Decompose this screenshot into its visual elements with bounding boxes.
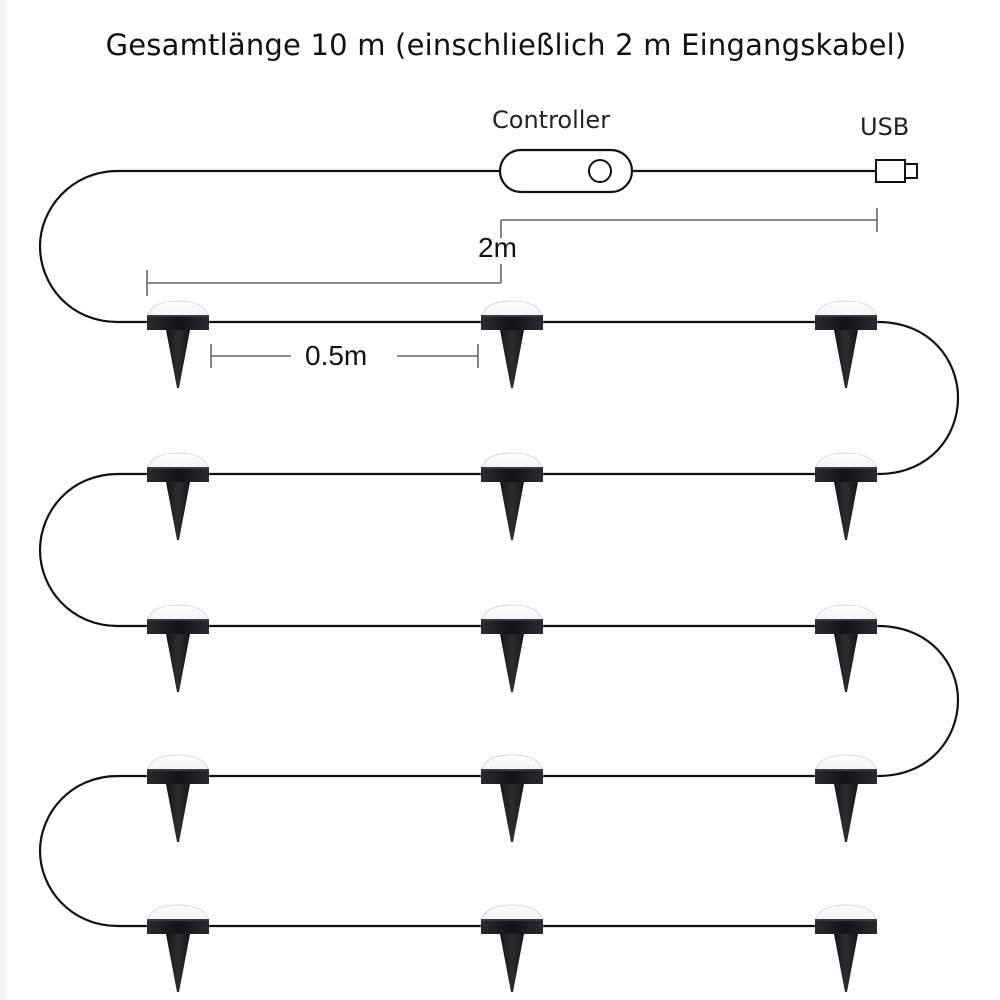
stake-light-icon bbox=[146, 904, 210, 993]
light-row-2 bbox=[146, 452, 878, 541]
stake-light-icon bbox=[814, 300, 878, 389]
stake-light-icon bbox=[480, 300, 544, 389]
dimension-lines bbox=[146, 208, 878, 368]
cable bbox=[38, 169, 960, 928]
stake-light-icon bbox=[146, 300, 210, 389]
stake-light-icon bbox=[480, 604, 544, 693]
light-spacing-label: 0.5m bbox=[305, 340, 368, 371]
stake-light-icon bbox=[146, 452, 210, 541]
light-row-4 bbox=[146, 754, 878, 843]
controller-icon bbox=[498, 148, 634, 194]
stake-light-icon bbox=[480, 904, 544, 993]
stake-light-icon bbox=[814, 452, 878, 541]
input-cable-length-label: 2m bbox=[478, 232, 517, 263]
left-edge-strip bbox=[0, 0, 6, 1000]
stake-light-icon bbox=[146, 604, 210, 693]
stake-light-icon bbox=[814, 604, 878, 693]
usb-plug-icon bbox=[875, 159, 918, 183]
diagram-title: Gesamtlänge 10 m (einschließlich 2 m Ein… bbox=[105, 28, 907, 62]
light-row-3 bbox=[146, 604, 878, 693]
light-row-1 bbox=[146, 300, 878, 389]
stake-light-icon bbox=[480, 754, 544, 843]
stake-light-icon bbox=[814, 754, 878, 843]
light-row-5 bbox=[146, 904, 878, 993]
usb-label: USB bbox=[860, 113, 910, 141]
stake-light-icon bbox=[480, 452, 544, 541]
stake-light-icon bbox=[146, 754, 210, 843]
stake-light-icon bbox=[814, 904, 878, 993]
controller-label: Controller bbox=[492, 106, 611, 134]
